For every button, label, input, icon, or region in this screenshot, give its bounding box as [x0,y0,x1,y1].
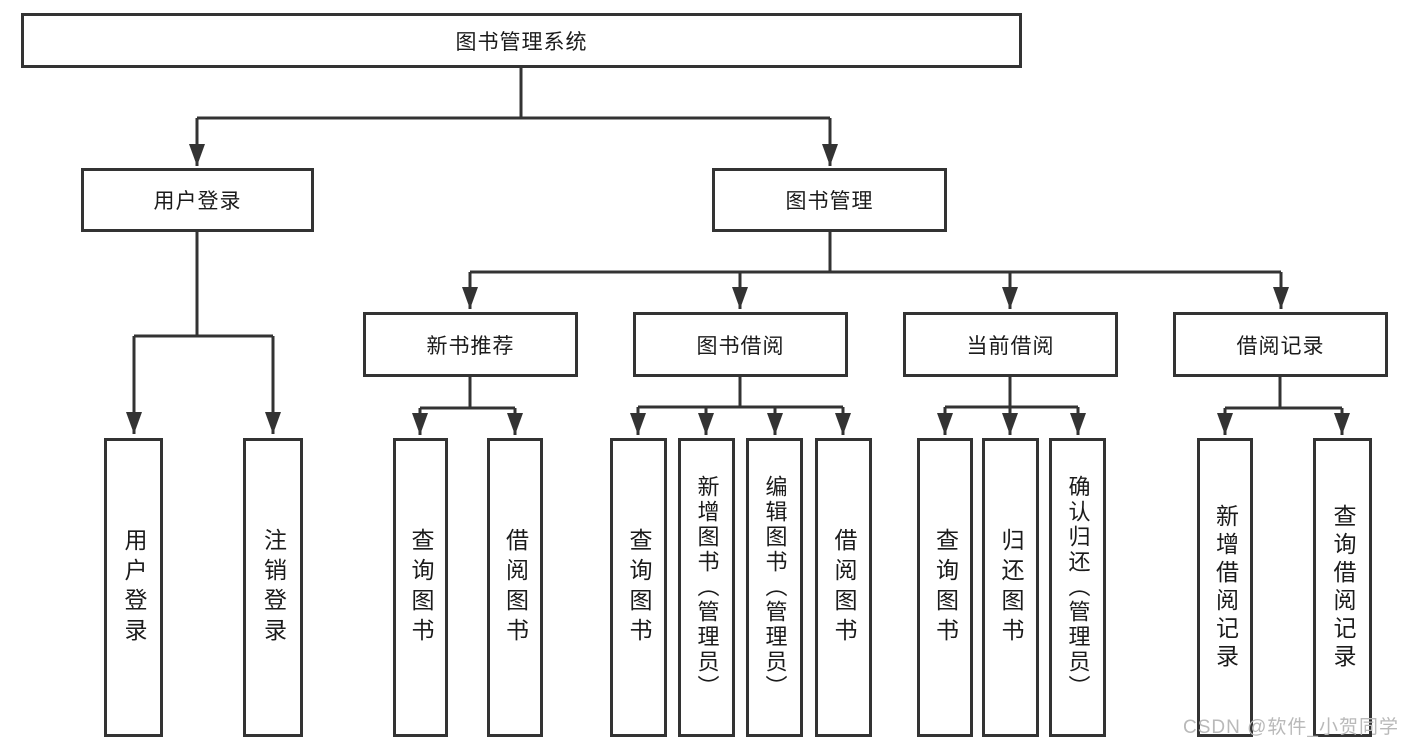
leaf-borrow-books: 借阅图书 [815,438,872,737]
node-new-book-recommend: 新书推荐 [363,312,578,377]
leaf-confirm-return-admin: 确认归还（管理员） [1049,438,1106,737]
leaf-user-login: 用户登录 [104,438,163,737]
leaf-query-books-recommend: 查询图书 [393,438,448,737]
csdn-watermark: CSDN @软件_小贺同学 [1183,717,1399,738]
node-user-login: 用户登录 [81,168,314,232]
leaf-borrow-books-recommend: 借阅图书 [487,438,543,737]
leaf-return-book: 归还图书 [982,438,1039,737]
leaf-add-borrow-record: 新增借阅记录 [1197,438,1253,737]
node-book-borrow: 图书借阅 [633,312,848,377]
node-current-borrow: 当前借阅 [903,312,1118,377]
leaf-add-book-admin: 新增图书（管理员） [678,438,735,737]
leaf-query-books-current: 查询图书 [917,438,973,737]
node-borrow-records: 借阅记录 [1173,312,1388,377]
leaf-edit-book-admin: 编辑图书（管理员） [746,438,803,737]
node-library-management-system: 图书管理系统 [21,13,1022,68]
leaf-query-books-borrow: 查询图书 [610,438,667,737]
node-book-management: 图书管理 [712,168,947,232]
leaf-query-borrow-record: 查询借阅记录 [1313,438,1372,737]
leaf-logout: 注销登录 [243,438,303,737]
